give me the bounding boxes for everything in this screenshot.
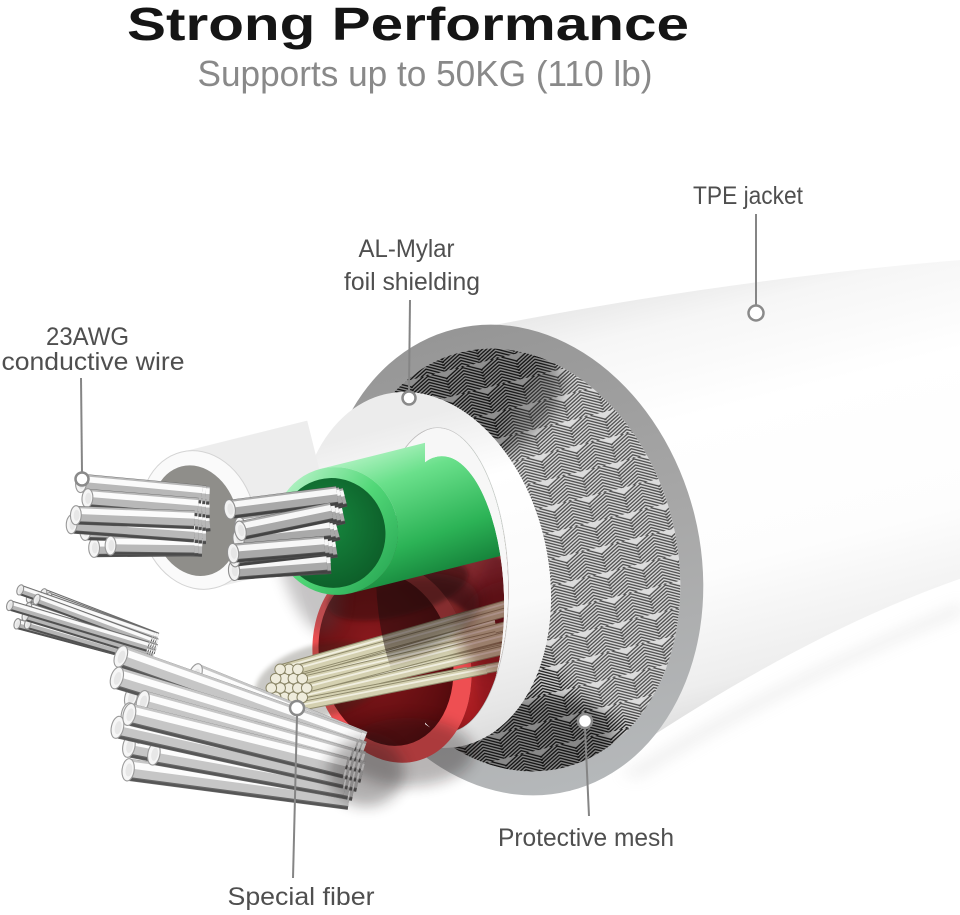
label-23awg: 23AWG conductive wire [2,323,185,376]
dot-tpe [747,304,765,322]
page-subtitle: Supports up to 50KG (110 lb) [198,53,653,94]
leader-mesh [584,727,590,817]
leader-fiber [292,715,298,879]
page-title: Strong Performance [127,0,689,50]
dot-mylar [401,390,417,406]
dot-mesh [576,712,594,730]
callout-dots [74,304,765,730]
dot-awg [74,471,90,487]
dot-fiber [288,699,306,717]
label-protective-mesh: Protective mesh [498,824,674,852]
conductor-bundles [5,473,404,810]
bundle-entry-shadow [328,738,404,806]
label-special-fiber: Special fiber [228,883,375,911]
label-al-mylar: AL-Mylar foil shielding [344,235,480,296]
leader-awg [80,377,83,473]
callout-leaders [80,214,757,879]
leader-mylar [408,299,411,392]
label-tpe-jacket: TPE jacket [693,182,803,210]
